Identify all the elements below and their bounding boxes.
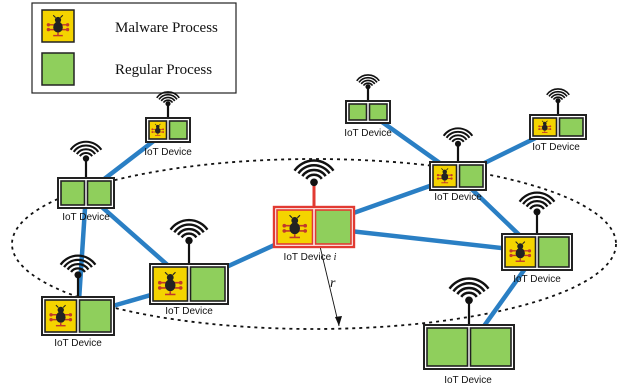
device-index-label: i xyxy=(331,252,337,263)
device-label: IoT Device xyxy=(532,142,580,153)
antenna-tip xyxy=(555,98,561,104)
device-label: IoT Device xyxy=(434,192,482,203)
signal-arc xyxy=(548,90,568,97)
regular-process-slot xyxy=(368,103,388,121)
signal-arc xyxy=(522,195,552,205)
regular-process-slot xyxy=(86,180,112,206)
signal-arc xyxy=(356,74,380,82)
regular-process-slot xyxy=(168,120,188,140)
signal-arc xyxy=(452,282,486,293)
regular-process-slot xyxy=(348,103,368,121)
regular-process-slot xyxy=(314,209,352,245)
signal-arc xyxy=(160,96,176,102)
signal-arc xyxy=(176,227,202,236)
signal-arc xyxy=(456,286,482,295)
antenna-tip xyxy=(165,101,171,107)
iot-device-d7: IoT Device xyxy=(429,127,487,203)
signal-arc xyxy=(79,152,93,157)
signal-arc xyxy=(70,267,86,273)
device-label: IoT Device xyxy=(144,147,192,158)
antenna-tip xyxy=(310,178,318,187)
signal-arc xyxy=(162,99,174,104)
signal-arc xyxy=(75,148,97,155)
iot-device-d9: IoT Device xyxy=(501,191,573,285)
iot-device-d6: IoT Device xyxy=(344,74,392,139)
signal-arc xyxy=(72,144,100,153)
device-label: IoT Device xyxy=(344,128,392,139)
device-label: IoT Device i xyxy=(284,252,337,263)
antenna-tip xyxy=(454,140,462,147)
signal-arc xyxy=(358,76,378,83)
signal-arc xyxy=(59,254,97,266)
signal-arc xyxy=(525,200,549,208)
signal-arc xyxy=(69,140,103,151)
regular-process-slot xyxy=(537,236,570,268)
regular-process-slot xyxy=(60,180,86,206)
signal-arc xyxy=(362,82,374,87)
signal-arc xyxy=(518,191,556,203)
signal-arc xyxy=(552,96,564,101)
regular-process-slot xyxy=(469,327,512,367)
signal-arc xyxy=(63,258,93,268)
signal-arc xyxy=(305,173,323,180)
legend-malware-label: Malware Process xyxy=(115,20,218,36)
signal-arc xyxy=(173,223,205,234)
signal-arc xyxy=(156,91,180,99)
iot-device-d5: IoT Device i xyxy=(272,159,356,263)
signal-arc xyxy=(66,263,90,271)
legend: Malware Process Regular Process xyxy=(31,2,237,94)
regular-process-slot xyxy=(426,327,469,367)
antenna-tip xyxy=(533,208,541,216)
antenna-tip xyxy=(82,155,90,162)
signal-arc xyxy=(460,291,478,298)
antenna-tip xyxy=(185,236,193,245)
signal-arc xyxy=(546,88,570,96)
iot-device-d1: IoT Device xyxy=(144,91,192,158)
iot-device-d10: IoT Device xyxy=(423,277,515,386)
device-label: IoT Device xyxy=(513,274,561,285)
regular-process-slot xyxy=(458,164,484,188)
signal-arc xyxy=(448,134,468,141)
signal-arc xyxy=(169,218,209,231)
antenna-tip xyxy=(365,84,371,90)
signal-arc xyxy=(360,79,376,85)
legend-malware-swatch xyxy=(41,9,75,43)
legend-regular-swatch xyxy=(41,52,75,86)
signal-arc xyxy=(529,204,545,210)
signal-arc xyxy=(301,168,327,177)
device-label: IoT Device xyxy=(444,375,492,386)
device-label: IoT Device xyxy=(54,338,102,349)
iot-device-d2: IoT Device xyxy=(57,140,115,223)
iot-device-d8: IoT Device xyxy=(529,88,587,153)
regular-process-slot xyxy=(189,266,226,302)
link-d2-d3 xyxy=(75,190,89,319)
regular-process-slot xyxy=(558,117,584,137)
antenna-tip xyxy=(74,271,82,279)
signal-arc xyxy=(550,93,566,99)
signal-arc xyxy=(448,277,490,290)
device-label: IoT Device xyxy=(62,212,110,223)
signal-arc xyxy=(445,130,471,139)
iot-device-d3: IoT Device xyxy=(41,254,115,349)
iot-device-d4: IoT Device xyxy=(149,218,229,317)
signal-arc xyxy=(297,164,331,175)
signal-arc xyxy=(451,137,465,143)
communication-range-circle xyxy=(11,158,617,330)
signal-arc xyxy=(180,232,198,239)
antenna-tip xyxy=(465,296,473,305)
device-label: IoT Device xyxy=(165,306,213,317)
radius-label: r xyxy=(330,276,336,291)
signal-arc xyxy=(158,93,178,100)
signal-arc xyxy=(442,127,474,137)
legend-regular-label: Regular Process xyxy=(115,62,212,78)
signal-arc xyxy=(293,159,335,172)
regular-process-slot xyxy=(78,299,112,333)
